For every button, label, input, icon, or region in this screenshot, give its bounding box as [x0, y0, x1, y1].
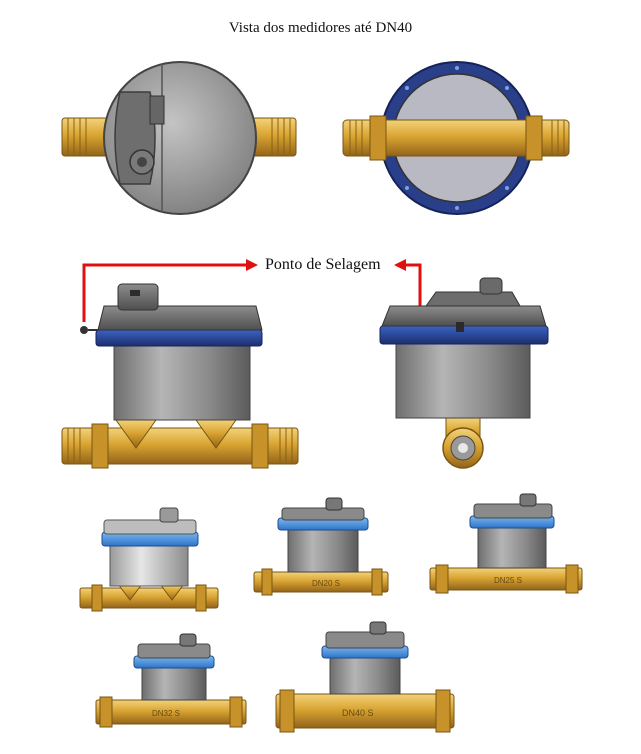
sealing-point-label: Ponto de Selagem	[265, 256, 381, 273]
meter-dn32: DN32 S	[95, 633, 247, 728]
sealing-arrow-head-right	[394, 259, 406, 271]
meter-dn25-label: DN25 S	[494, 576, 522, 585]
page-title: Vista dos medidores até DN40	[228, 20, 413, 36]
bottom-view-meter	[342, 61, 570, 215]
sealing-arrow-head-left	[246, 259, 258, 271]
meter-dn40-label: DN40 S	[342, 708, 374, 718]
front-view-meter	[379, 277, 549, 469]
meter-dn40: DN40 S	[275, 621, 455, 733]
meter-dn20: DN20 S	[253, 497, 389, 596]
meter-dn20-label: DN20 S	[312, 579, 340, 588]
meter-dn25: DN25 S	[429, 493, 583, 594]
side-view-meter	[61, 283, 299, 469]
meter-dn32-label: DN32 S	[152, 709, 180, 718]
meter-clear-body	[79, 507, 219, 612]
top-view-meter	[61, 61, 297, 215]
